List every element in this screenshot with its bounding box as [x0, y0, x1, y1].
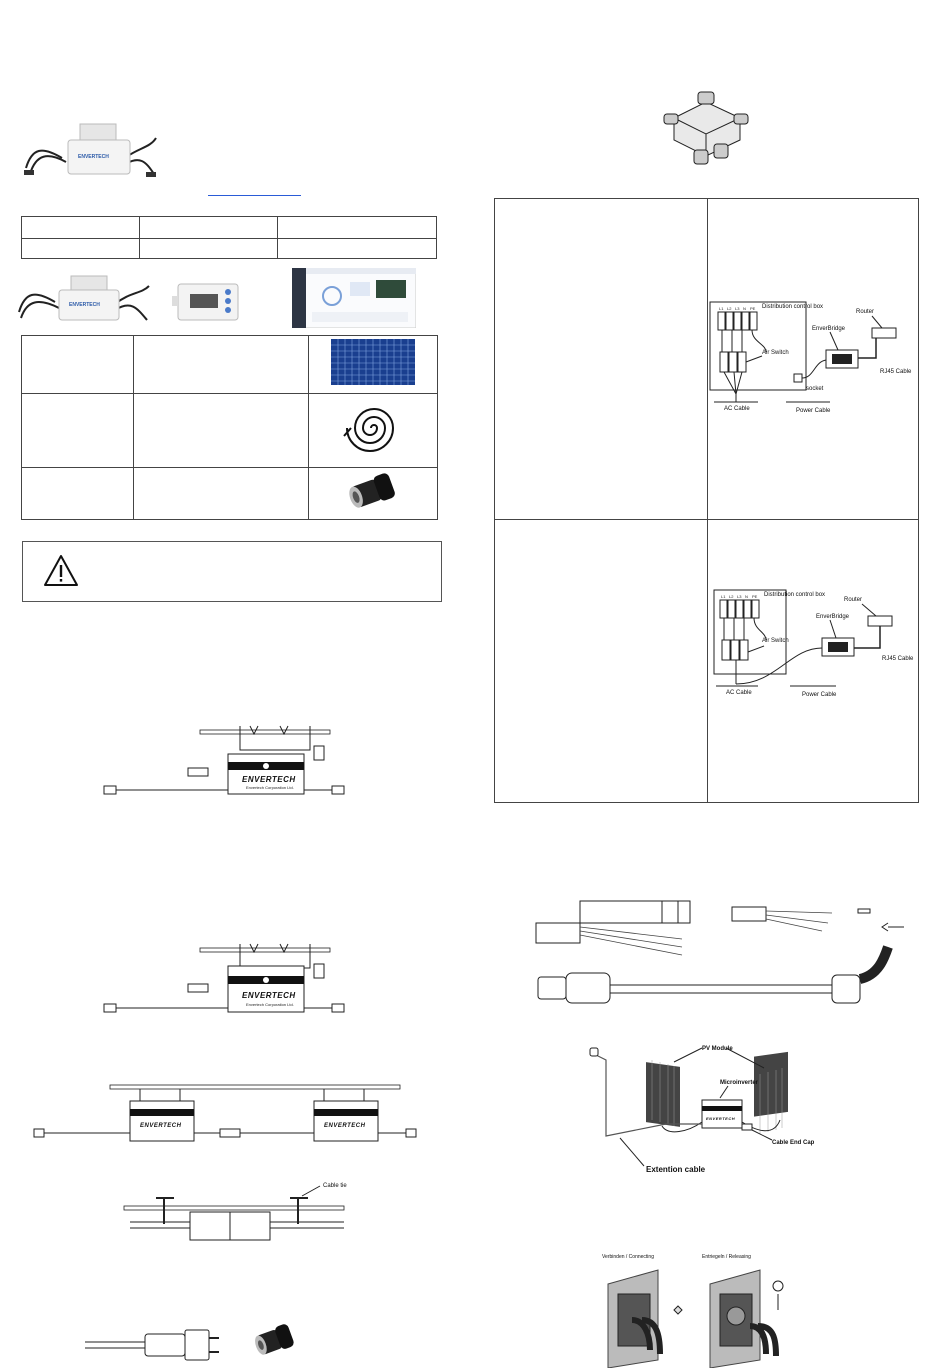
air-switch-label: Air Switch: [762, 350, 789, 356]
inverter-drawing-1: ENVERTECH Envertech Corporation Ltd.: [103, 725, 345, 795]
wiring-diagram-socket: L1 L2 L3 N PE Distribution control box A…: [709, 301, 912, 414]
breaker-l3: L3: [735, 306, 740, 311]
hyperlink-underline[interactable]: [208, 195, 301, 196]
power-cable-label-b: Power Cable: [802, 692, 837, 698]
releasing-label: Entriegeln / Releasing: [702, 1254, 751, 1260]
end-cap-photo: [255, 1324, 294, 1355]
breaker-pe-b: PE: [752, 594, 758, 599]
ac-cable-label: AC Cable: [724, 406, 750, 412]
inverter-brand-4: ENVERTECH: [324, 1123, 366, 1129]
junction-box-photo: [663, 91, 749, 165]
socket-label: socket: [806, 386, 824, 392]
power-cable-label: Power Cable: [796, 408, 831, 414]
breaker-n-b: N: [745, 594, 748, 599]
end-cap-label: Cable End Cap: [772, 1140, 815, 1146]
enverbridge-photo: [172, 283, 239, 321]
spec-table: [21, 216, 437, 259]
product-brand-small-2: ENVERTECH: [69, 302, 100, 308]
solar-panel-image: [331, 339, 415, 385]
product-brand-small: ENVERTECH: [78, 154, 109, 160]
inverter-brand-sub-2: Envertech Corporation Ltd.: [246, 1002, 294, 1007]
wiring-frame: [494, 198, 919, 803]
rj45-label: RJ45 Cable: [880, 369, 912, 375]
end-cap-image: [349, 473, 395, 508]
breaker-pe: PE: [750, 306, 756, 311]
enverbridge-label: EnverBridge: [812, 326, 846, 332]
inverter-brand-3: ENVERTECH: [140, 1123, 182, 1129]
coiled-cable-image: [343, 408, 395, 452]
inverter-brand-sub-1: Envertech Corporation Ltd.: [246, 785, 294, 790]
pv-module-label: PV Module: [702, 1046, 733, 1052]
inverter-brand-1: ENVERTECH: [242, 775, 296, 784]
extension-cable-label: Extention cable: [646, 1165, 706, 1174]
router-label: Router: [856, 309, 874, 315]
breaker-l2-b: L2: [729, 594, 734, 599]
inverter-product-photo: ENVERTECH: [24, 123, 157, 177]
wire-stripping-drawing: [535, 900, 904, 1004]
inverter-drawing-2: ENVERTECH Envertech Corporation Ltd.: [103, 943, 345, 1013]
distribution-box-label-b: Distribution control box: [764, 592, 825, 598]
breaker-l1: L1: [719, 306, 724, 311]
pv-system-drawing: PV Module Microinverter ENVERTECH Cable …: [589, 1046, 815, 1174]
inverter-brand-2: ENVERTECH: [242, 991, 296, 1000]
distribution-box-label: Distribution control box: [762, 304, 823, 310]
connecting-label: Verbinden / Connecting: [602, 1254, 654, 1260]
connector-connect-release-drawing: Verbinden / Connecting Entriegeln / Rele…: [602, 1254, 784, 1368]
breaker-l3-b: L3: [737, 594, 742, 599]
enverbridge-label-b: EnverBridge: [816, 614, 850, 620]
package-contents-table: [21, 335, 438, 520]
wiring-diagram-direct: L1 L2 L3 N PE Distribution control box A…: [713, 589, 914, 698]
breaker-n: N: [743, 306, 746, 311]
monitoring-dashboard-screenshot: [292, 268, 416, 328]
inverters-chained-drawing: ENVERTECH ENVERTECH: [33, 1084, 417, 1142]
inverter-brand-pv: ENVERTECH: [706, 1116, 735, 1121]
rj45-label-b: RJ45 Cable: [882, 656, 914, 662]
air-switch-label-b: Air Switch: [762, 638, 789, 644]
breaker-l2: L2: [727, 306, 732, 311]
inverter-photo-2: ENVERTECH: [18, 275, 150, 321]
ac-cable-label-b: AC Cable: [726, 690, 752, 696]
microinverter-label: Microinverter: [720, 1080, 759, 1086]
cable-tie-label: Cable tie: [323, 1183, 347, 1189]
warning-triangle-icon: [44, 555, 78, 586]
breaker-l1-b: L1: [721, 594, 726, 599]
warning-box: [22, 541, 442, 602]
ac-plug-drawing: [85, 1329, 219, 1361]
router-label-b: Router: [844, 597, 862, 603]
cable-tie-drawing: Cable tie: [123, 1183, 347, 1241]
